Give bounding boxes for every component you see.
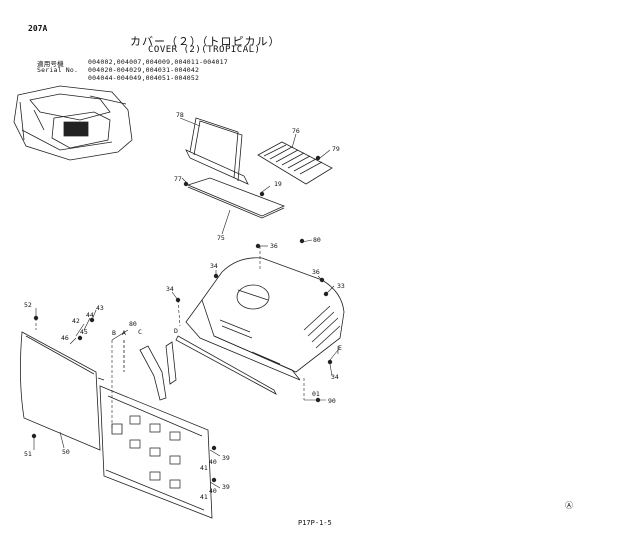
- base-plate-75: [188, 178, 284, 218]
- callout-80-door: 80: [129, 320, 137, 328]
- callout-E: E: [338, 344, 342, 352]
- callout-90: 90: [328, 397, 336, 405]
- callout-75: 75: [217, 234, 225, 242]
- page-reference: P17P-1-5: [298, 519, 332, 527]
- page-code: 207A: [28, 24, 48, 33]
- callout-40-lower: 40: [209, 487, 217, 495]
- serial-label-en: Serial No.: [37, 66, 79, 74]
- serial-line-3: 004044-004049,004051-004052: [88, 74, 200, 82]
- callout-C: C: [138, 328, 142, 336]
- callout-50: 50: [62, 448, 70, 456]
- title-japanese: カバー（２）（トロピカル）: [130, 35, 281, 48]
- title-english: COVER (2)(TROPICAL): [148, 45, 261, 55]
- callout-44: 44: [86, 311, 94, 319]
- callout-76: 76: [292, 127, 300, 135]
- brackets: [124, 340, 176, 400]
- callout-51: 51: [24, 450, 32, 458]
- left-panel-50: [20, 332, 104, 450]
- callout-36-right: 36: [312, 268, 320, 276]
- callout-33: 33: [337, 282, 345, 290]
- callout-39-upper: 39: [222, 454, 230, 462]
- door-panel: [100, 386, 212, 518]
- serial-line-1: 004002,004007,004009,004011-004017: [88, 58, 228, 66]
- callout-34-top: 34: [210, 262, 218, 270]
- callout-B: B: [112, 329, 116, 337]
- callout-52: 52: [24, 301, 32, 309]
- callout-A: A: [122, 329, 126, 337]
- serial-label-jp: 適用号機: [37, 60, 64, 68]
- callout-19: 19: [274, 180, 282, 188]
- callout-41-lower: 41: [200, 493, 208, 501]
- callout-41-upper: 41: [200, 464, 208, 472]
- callout-36-top: 36: [270, 242, 278, 250]
- callout-78: 78: [176, 111, 184, 119]
- callout-39-lower: 39: [222, 483, 230, 491]
- callout-34-right: 34: [331, 373, 339, 381]
- callout-77: 77: [174, 175, 182, 183]
- serial-line-2: 004020-004029,004031-004042: [88, 66, 200, 74]
- callout-42: 42: [72, 317, 80, 325]
- callout-45: 45: [80, 328, 88, 336]
- callout-46: 46: [61, 334, 69, 342]
- revision-mark: Ⓐ: [565, 501, 573, 510]
- grating-plate-76: [258, 142, 332, 184]
- callout-01: 01: [312, 390, 320, 398]
- callout-D: D: [174, 327, 178, 335]
- hood-cover: [186, 258, 344, 380]
- callout-80: 80: [313, 236, 321, 244]
- handrail-78: [186, 118, 248, 184]
- machine-thumbnail: [14, 86, 132, 160]
- side-rail: [176, 336, 276, 394]
- callout-34-left: 34: [166, 285, 174, 293]
- leader-lines: [34, 118, 338, 488]
- callout-79: 79: [332, 145, 340, 153]
- callout-43: 43: [96, 304, 104, 312]
- callout-40-upper: 40: [209, 458, 217, 466]
